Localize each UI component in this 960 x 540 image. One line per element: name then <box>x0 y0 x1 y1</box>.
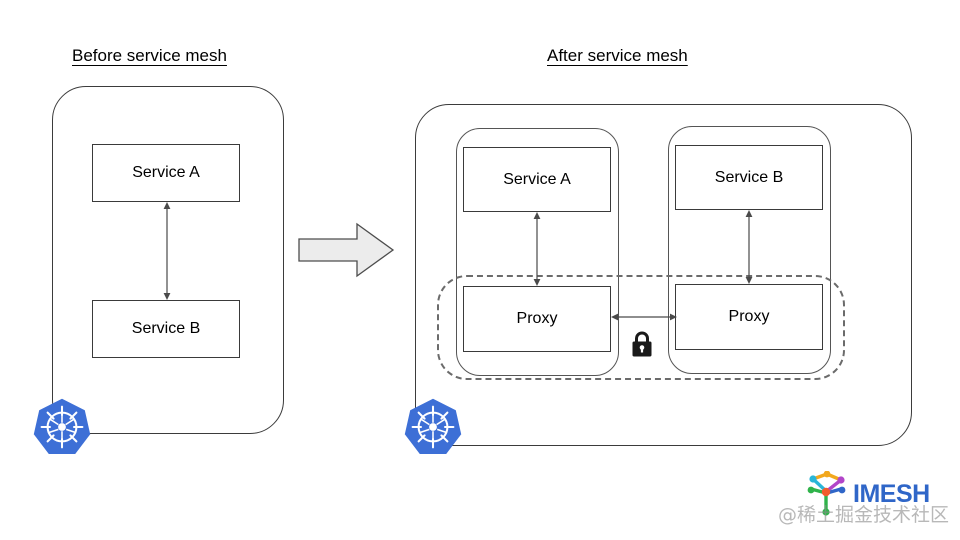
after-service-b-box[interactable]: Service B <box>675 145 823 210</box>
watermark-text: @稀土掘金技术社区 <box>778 504 950 526</box>
before-service-a-to-b-arrow <box>160 200 174 302</box>
before-service-b-box[interactable]: Service B <box>92 300 240 358</box>
brand-logo: IMESH <box>803 470 953 518</box>
right-arrow-icon <box>297 221 395 279</box>
before-service-a-box[interactable]: Service A <box>92 144 240 202</box>
right-section-title: After service mesh <box>547 46 688 65</box>
after-proxy-b-box[interactable]: Proxy <box>675 284 823 350</box>
left-section-title: Before service mesh <box>72 46 227 65</box>
service-b-to-proxy-b-arrow <box>742 208 756 286</box>
imesh-hexagon-mesh-logo-icon <box>803 470 851 517</box>
brand-name: IMESH <box>853 479 930 508</box>
after-proxy-a-box[interactable]: Proxy <box>463 286 611 352</box>
kubernetes-logo-icon <box>403 397 463 457</box>
lock-icon <box>630 329 654 359</box>
service-a-to-proxy-a-arrow <box>530 210 544 288</box>
proxy-to-proxy-arrow <box>609 310 679 324</box>
after-service-a-box[interactable]: Service A <box>463 147 611 212</box>
kubernetes-logo-icon <box>32 397 92 457</box>
service-mesh-boundary <box>437 275 845 380</box>
